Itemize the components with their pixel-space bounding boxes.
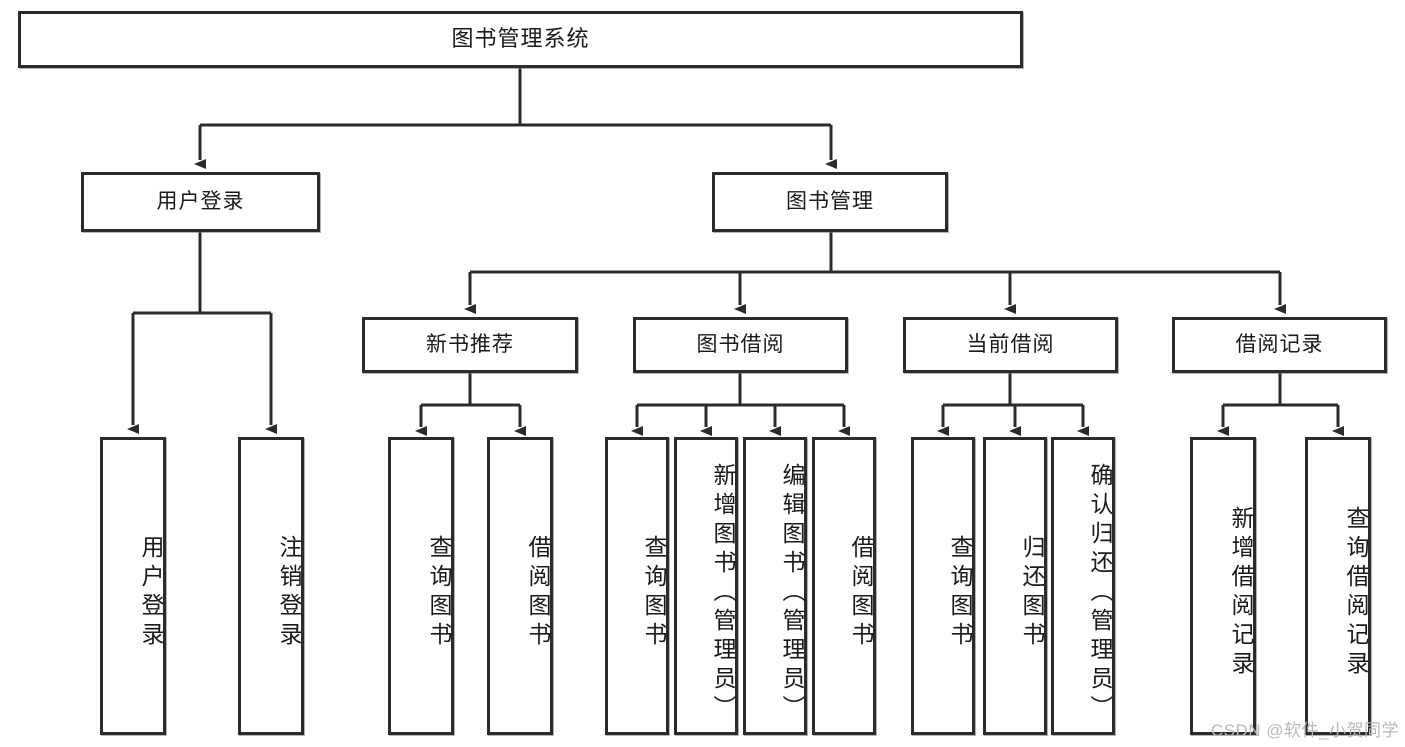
node-leaf-add-book-label: 新增图书（管理员）	[710, 462, 736, 724]
node-leaf-edit-book[interactable]: 编辑图书（管理员）	[743, 437, 807, 735]
node-book-manage[interactable]: 图书管理	[712, 172, 948, 232]
node-book-manage-label: 图书管理	[786, 190, 874, 214]
node-leaf-user-logout[interactable]: 注销登录	[238, 437, 304, 735]
node-leaf-confirm-return-label: 确认归还（管理员）	[1087, 462, 1113, 724]
node-leaf-add-record-label: 新增借阅记录	[1228, 506, 1254, 680]
node-leaf-add-record[interactable]: 新增借阅记录	[1190, 437, 1256, 735]
node-new-book-recommend-label: 新书推荐	[426, 333, 514, 357]
node-leaf-user-logout-label: 注销登录	[276, 535, 302, 651]
node-leaf-query-book-3[interactable]: 查询图书	[911, 437, 975, 735]
node-leaf-return-book-label: 归还图书	[1019, 535, 1045, 651]
node-leaf-query-book-1-label: 查询图书	[426, 535, 452, 651]
node-leaf-borrow-book-1[interactable]: 借阅图书	[487, 437, 553, 735]
node-leaf-query-book-2-label: 查询图书	[641, 535, 667, 651]
node-leaf-user-login[interactable]: 用户登录	[100, 437, 166, 735]
node-leaf-query-record-label: 查询借阅记录	[1343, 506, 1369, 680]
node-root-label: 图书管理系统	[451, 26, 590, 52]
node-leaf-query-book-3-label: 查询图书	[947, 535, 973, 651]
node-book-borrow[interactable]: 图书借阅	[633, 317, 848, 373]
node-leaf-query-record[interactable]: 查询借阅记录	[1305, 437, 1371, 735]
node-leaf-borrow-book-1-label: 借阅图书	[525, 535, 551, 651]
node-root[interactable]: 图书管理系统	[18, 11, 1023, 68]
node-user-login[interactable]: 用户登录	[81, 172, 320, 232]
node-new-book-recommend[interactable]: 新书推荐	[362, 317, 578, 373]
node-current-borrow[interactable]: 当前借阅	[903, 317, 1118, 373]
node-leaf-query-book-1[interactable]: 查询图书	[388, 437, 454, 735]
node-leaf-borrow-book-2-label: 借阅图书	[848, 535, 874, 651]
node-leaf-edit-book-label: 编辑图书（管理员）	[779, 462, 805, 724]
node-leaf-user-login-label: 用户登录	[138, 535, 164, 651]
node-leaf-borrow-book-2[interactable]: 借阅图书	[812, 437, 876, 735]
node-leaf-query-book-2[interactable]: 查询图书	[605, 437, 669, 735]
node-leaf-add-book[interactable]: 新增图书（管理员）	[674, 437, 738, 735]
node-user-login-label: 用户登录	[156, 190, 245, 214]
node-borrow-record[interactable]: 借阅记录	[1172, 317, 1387, 373]
node-borrow-record-label: 借阅记录	[1235, 333, 1324, 357]
node-current-borrow-label: 当前借阅	[966, 333, 1055, 357]
node-leaf-confirm-return[interactable]: 确认归还（管理员）	[1051, 437, 1115, 735]
csdn-watermark: CSDN @软件_小贺同学	[1210, 721, 1399, 740]
node-leaf-return-book[interactable]: 归还图书	[983, 437, 1047, 735]
node-book-borrow-label: 图书借阅	[696, 333, 785, 357]
